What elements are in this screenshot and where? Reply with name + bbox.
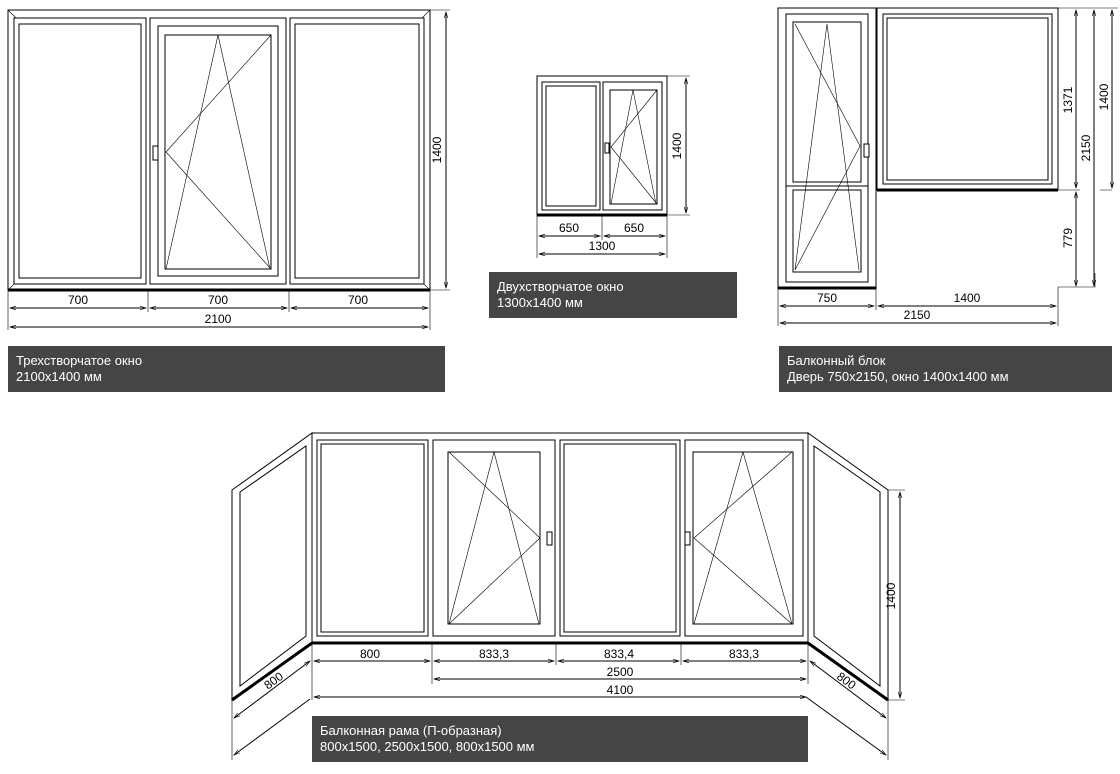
dim-label: 1400: [954, 291, 981, 305]
dim-label: 1400: [430, 136, 444, 163]
three-leaf-window-caption: Трехстворчатое окно 2100x1400 мм: [8, 346, 445, 392]
dim-label: 1300: [589, 239, 616, 253]
dim-label: 1400: [884, 582, 898, 609]
dim-label: 833,4: [604, 647, 634, 661]
dim-label: 1400: [1097, 83, 1111, 110]
dim-label: 750: [817, 291, 837, 305]
caption-title: Балконный блок: [787, 353, 886, 368]
two-leaf-window-drawing: 650 650 1300 1400: [536, 75, 690, 258]
dim-label: 1400: [670, 132, 684, 159]
three-leaf-window-drawing: 700 700 700 2100 1400: [7, 9, 450, 330]
caption-size: 2100x1400 мм: [16, 369, 102, 384]
caption-title: Трехстворчатое окно: [16, 353, 143, 368]
dim-label: 4100: [607, 683, 634, 697]
dim-label: 700: [348, 293, 368, 307]
caption-title: Балконная рама (П-образная): [320, 723, 502, 738]
handle-icon: [152, 145, 159, 161]
balcony-frame-caption: Балконная рама (П-образная) 800x1500, 25…: [312, 716, 808, 762]
balcony-block-drawing: 750 1400 2150 1371 779 2150 1400: [777, 7, 1118, 326]
balcony-frame-drawing: 800 833,3 833,4 833,3 2500 4100 800 800 …: [231, 432, 905, 760]
dim-label: 800: [360, 647, 380, 661]
dim-label: 2150: [1079, 134, 1093, 161]
dim-label: 779: [1061, 228, 1075, 248]
caption-title: Двухстворчатое окно: [497, 279, 624, 294]
caption-size: Дверь 750x2150, окно 1400x1400 мм: [787, 369, 1009, 384]
dim-label: 2150: [904, 308, 931, 322]
dim-label: 833,3: [729, 647, 759, 661]
dim-label: 1371: [1061, 86, 1075, 113]
caption-size: 1300x1400 мм: [497, 295, 583, 310]
dim-label: 833,3: [479, 647, 509, 661]
dim-label: 650: [624, 221, 644, 235]
balcony-block-caption: Балконный блок Дверь 750x2150, окно 1400…: [779, 346, 1112, 392]
two-leaf-window-caption: Двухстворчатое окно 1300x1400 мм: [489, 272, 737, 318]
dim-label: 700: [208, 293, 228, 307]
dim-label: 2100: [205, 312, 232, 326]
dim-label: 650: [559, 221, 579, 235]
dim-label: 2500: [607, 665, 634, 679]
caption-size: 800x1500, 2500x1500, 800x1500 мм: [320, 739, 535, 754]
dim-label: 700: [68, 293, 88, 307]
